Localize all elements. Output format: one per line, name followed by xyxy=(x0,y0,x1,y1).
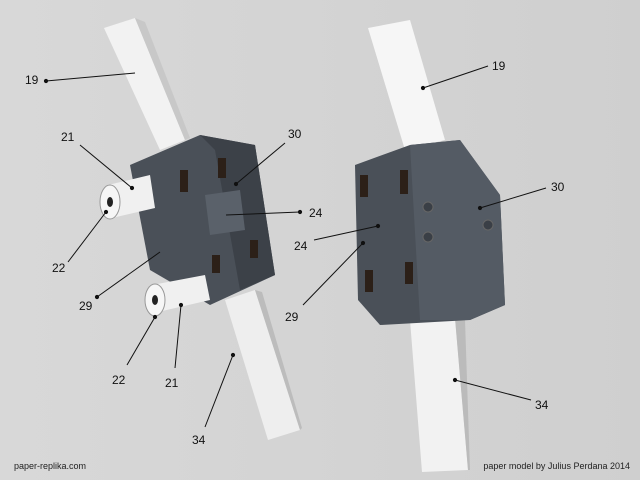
label-19: 19 xyxy=(492,59,506,73)
label-34: 34 xyxy=(535,398,549,412)
author-credit: paper model by Julius Perdana 2014 xyxy=(483,461,630,471)
label-22: 22 xyxy=(52,261,66,275)
label-24: 24 xyxy=(294,239,308,253)
label-30: 30 xyxy=(288,127,302,141)
label-29: 29 xyxy=(79,299,93,313)
label-19: 19 xyxy=(25,73,39,87)
label-21: 21 xyxy=(61,130,75,144)
label-24: 24 xyxy=(309,206,323,220)
label-29: 29 xyxy=(285,310,299,324)
label-30: 30 xyxy=(551,180,565,194)
label-21: 21 xyxy=(165,376,179,390)
label-34: 34 xyxy=(192,433,206,447)
right-model xyxy=(355,20,505,472)
left-model xyxy=(99,18,302,440)
label-22: 22 xyxy=(112,373,126,387)
leader-lines xyxy=(43,65,547,428)
site-credit: paper-replika.com xyxy=(14,461,87,471)
